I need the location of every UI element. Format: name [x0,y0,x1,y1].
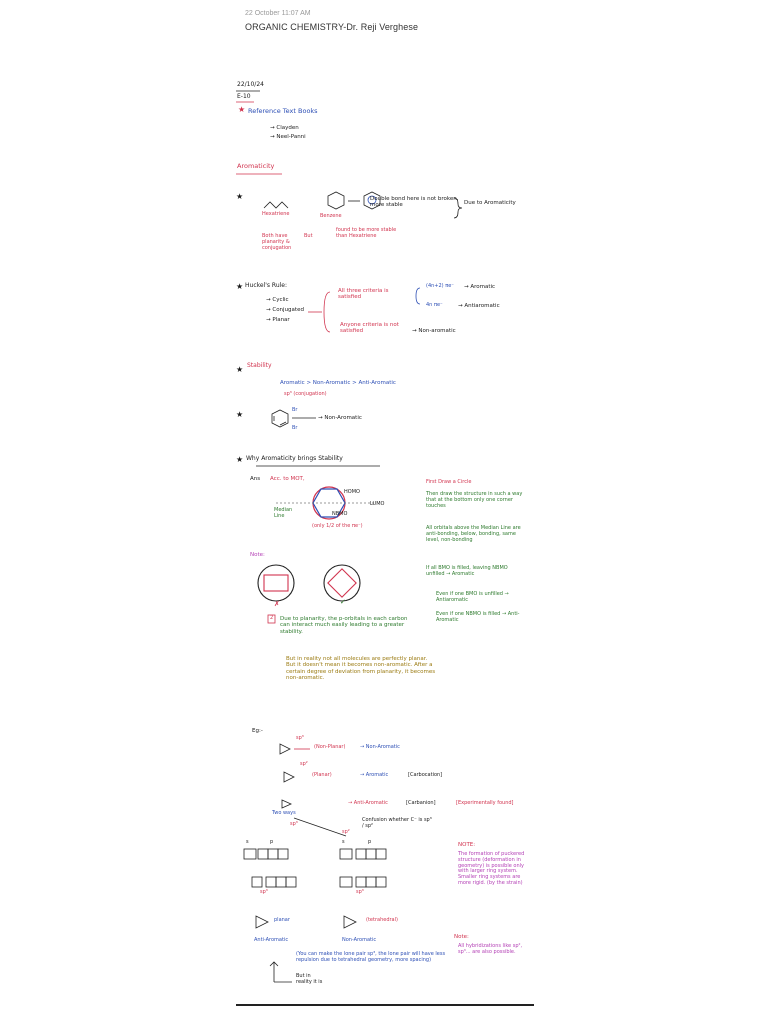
pi-4n2: (4n+2) πe⁻ [426,283,454,289]
stability-heading: Stability [247,362,272,369]
eg-label: Eg:- [252,728,263,734]
planar-small-label: planar [274,917,290,923]
all-three-satisfied: All three criteria is satisfied [338,288,389,301]
red-note-1: First Draw a Circle [426,479,472,485]
aromatic-result: → Aromatic [464,284,496,290]
red-note-2: Then draw the structure in such a way th… [426,491,523,509]
sp2-label-2: sp² [342,829,350,835]
both-have-note: Both have planarity & conjugation [262,233,292,251]
book-2: → Neel-Panni [270,134,306,140]
page-bottom-border [236,1004,534,1006]
found-stable-note: found to be more stable than Hexatriene [336,227,397,239]
experimentally-found: [Experimentally found] [456,800,514,806]
hexatriene-label: Hexatriene [262,211,290,217]
aromatic-arrow: → Aromatic [360,772,389,778]
nonplanar-label: (Non-Planar) [314,744,346,750]
planar-label: (Planar) [312,772,332,778]
reference-heading: Reference Text Books [248,107,318,115]
carbocation-label: [Carbocation] [408,772,443,778]
due-to-aromaticity: Due to Aromaticity [464,200,516,206]
lumo-label: LUMO [370,501,385,507]
why-heading: Why Aromaticity brings Stability [246,455,343,462]
carbanion-label: [Carbanion] [406,800,436,806]
red-note-4: If all BMO is filled, leaving NBMO unfil… [426,565,508,577]
criteria-cyclic: → Cyclic [266,297,289,303]
green-note-2: Even if one NBMO is filled → Anti-Aromat… [436,611,520,623]
cross-mark: ✗ [274,600,280,608]
handwritten-date: 22/10/24 [237,81,264,88]
svg-text:★: ★ [236,410,243,419]
ans-label: Ans [250,476,261,482]
note-title[interactable]: ORGANIC CHEMISTRY-Dr. Reji Verghese [245,22,419,32]
non-aromatic-result: → Non-Aromatic [318,415,362,421]
handwritten-note-page: ★ ★ ★ ★ ★ ★ 22/10/24 E-10 Reference Text… [236,78,534,1008]
green-note-1: Even if one BMO is unfilled → Antiaromat… [436,591,509,603]
point-2-number: 2 [270,615,274,621]
note2-text: The formation of puckered structure (def… [458,851,525,886]
criteria-conjugated: → Conjugated [266,307,304,313]
aromaticity-heading: Aromaticity [237,162,275,170]
box-label-left: sp³ [260,889,268,895]
svg-text:★: ★ [236,365,243,374]
br-label-1: Br [292,407,298,413]
huckel-title: Huckel's Rule: [245,282,287,289]
s-label-right: s [342,839,345,845]
sp3-label-1: sp³ [296,735,304,741]
blue-bottom-note: (You can make the lone pair sp³, the lon… [296,951,446,963]
benzene-label: Benzene [320,213,342,219]
point-2-olive-text: But in reality not all molecules are per… [286,656,436,681]
tetrahedral-label: (tetrahedral) [366,917,398,923]
p-label-right: p [368,839,372,845]
antiaromatic-result: → Antiaromatic [458,303,500,309]
pi-4n: 4n πe⁻ [426,302,443,308]
note3-text: All hybridizations like sp², sp³... are … [458,943,523,955]
nbmo-label: NBMO [332,511,348,517]
criteria-planar: → Planar [266,317,290,323]
note-date: 22 October 11:07 AM [245,10,311,17]
lecture-code: E-10 [237,93,251,100]
nonaromatic-arrow: → Non-Aromatic [360,744,400,750]
but-in-reality: But in reality it is [296,973,323,985]
nonaromatic-result: → Non-aromatic [412,328,456,334]
svg-text:★: ★ [236,282,243,291]
sp3-label-2: sp³ [290,821,298,827]
point-2-text: Due to planarity, the p-orbitals in each… [280,616,408,635]
tick-mark: ✓ [340,598,346,606]
p-label-left: p [270,839,274,845]
svg-text:★: ★ [238,105,245,114]
anti-aromatic-bottom: Anti-Aromatic [254,937,289,943]
note-drawings: ★ ★ ★ ★ ★ ★ [236,90,463,983]
note3-label: Note: [454,934,469,940]
sp3-conjugation-label: sp³ (conjugation) [284,391,327,397]
br-label-2: Br [292,425,298,431]
red-note-3: All orbitals above the Median Line are a… [426,525,521,543]
anyone-not-satisfied: Anyone criteria is not satisfied [340,322,399,335]
bond-note: Double bond here is not broken, more sta… [370,196,459,209]
stability-order: Aromatic > Non-Aromatic > Anti-Aromatic [280,380,396,386]
median-line-label: Median Line [274,507,293,519]
note-label: Note: [250,552,265,558]
only-pi-note: (only 1/2 of the πe⁻) [312,523,363,529]
two-ways-label: Two ways [272,810,296,816]
book-1: → Clayden [270,125,299,131]
s-label-left: s [246,839,249,845]
sp2-label-1: sp² [300,761,308,767]
box-label-right: sp³ [356,889,364,895]
svg-text:★: ★ [236,455,243,464]
homo-label: HOMO [344,489,360,495]
anti-arrow: → Anti-Aromatic [348,800,388,806]
svg-text:★: ★ [236,192,243,201]
note2-label: NOTE: [458,842,476,848]
but-label: But [304,233,313,239]
acc-mot: Acc. to MOT, [270,476,305,482]
non-aromatic-bottom: Non-Aromatic [342,937,377,943]
confusion-note: Confusion whether C⁻ is sp³ / sp² [362,817,432,829]
